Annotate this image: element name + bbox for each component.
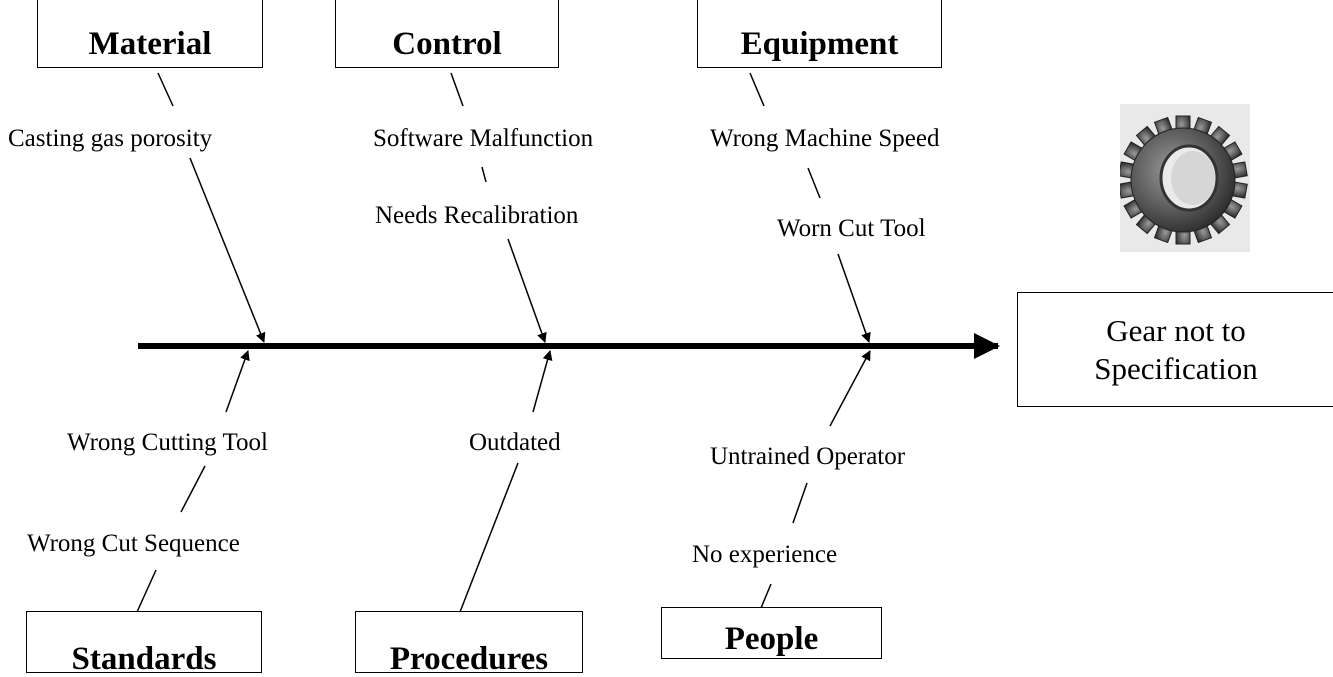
category-standards-label: Standards bbox=[71, 641, 217, 677]
gear-image bbox=[1118, 104, 1250, 252]
people-connector bbox=[760, 583, 772, 609]
category-people-box: People bbox=[661, 607, 882, 659]
cause-wrong-machine-speed: Wrong Machine Speed bbox=[710, 125, 940, 152]
people-arrow bbox=[829, 350, 871, 427]
control-connector bbox=[450, 72, 464, 107]
category-control-label: Control bbox=[392, 26, 502, 62]
effect-box: Gear not to Specification bbox=[1017, 292, 1333, 407]
standards-sub-connector bbox=[180, 465, 206, 513]
category-procedures-label: Procedures bbox=[389, 641, 549, 677]
cause-outdated: Outdated bbox=[469, 429, 561, 456]
category-material-label: Material bbox=[88, 26, 212, 62]
standards-arrow bbox=[225, 350, 250, 413]
category-equipment-box: Equipment bbox=[697, 0, 942, 68]
standards-connector bbox=[136, 569, 157, 613]
category-control-box: Control bbox=[335, 0, 559, 68]
cause-software-malfunction: Software Malfunction bbox=[373, 125, 594, 152]
equipment-connector bbox=[749, 72, 765, 107]
control-arrow bbox=[507, 238, 547, 343]
category-people-label: People bbox=[724, 621, 819, 657]
category-procedures-box: Procedures bbox=[355, 611, 583, 677]
cause-wrong-cutting-tool: Wrong Cutting Tool bbox=[67, 429, 268, 456]
category-equipment-label: Equipment bbox=[740, 26, 899, 62]
effect-line-1: Gear not to bbox=[1106, 312, 1246, 348]
procedures-arrow bbox=[532, 350, 553, 413]
procedures-connector bbox=[459, 462, 519, 613]
control-sub-connector bbox=[481, 166, 487, 183]
cause-needs-recalibration: Needs Recalibration bbox=[375, 202, 579, 229]
equipment-arrow bbox=[837, 253, 871, 343]
people-sub-connector bbox=[792, 482, 808, 524]
equipment-sub-connector bbox=[807, 167, 821, 199]
category-material-box: Material bbox=[37, 0, 263, 68]
cause-casting-gas-porosity: Casting gas porosity bbox=[8, 125, 213, 152]
effect-line-2: Specification bbox=[1094, 350, 1258, 386]
cause-worn-cut-tool: Worn Cut Tool bbox=[777, 215, 926, 242]
cause-wrong-cut-sequence: Wrong Cut Sequence bbox=[27, 530, 240, 557]
cause-untrained-operator: Untrained Operator bbox=[710, 443, 906, 470]
material-connector bbox=[157, 72, 174, 107]
gear-icon bbox=[1118, 115, 1248, 245]
material-arrow bbox=[189, 157, 266, 343]
category-standards-box: Standards bbox=[26, 611, 262, 677]
cause-no-experience: No experience bbox=[692, 541, 838, 568]
